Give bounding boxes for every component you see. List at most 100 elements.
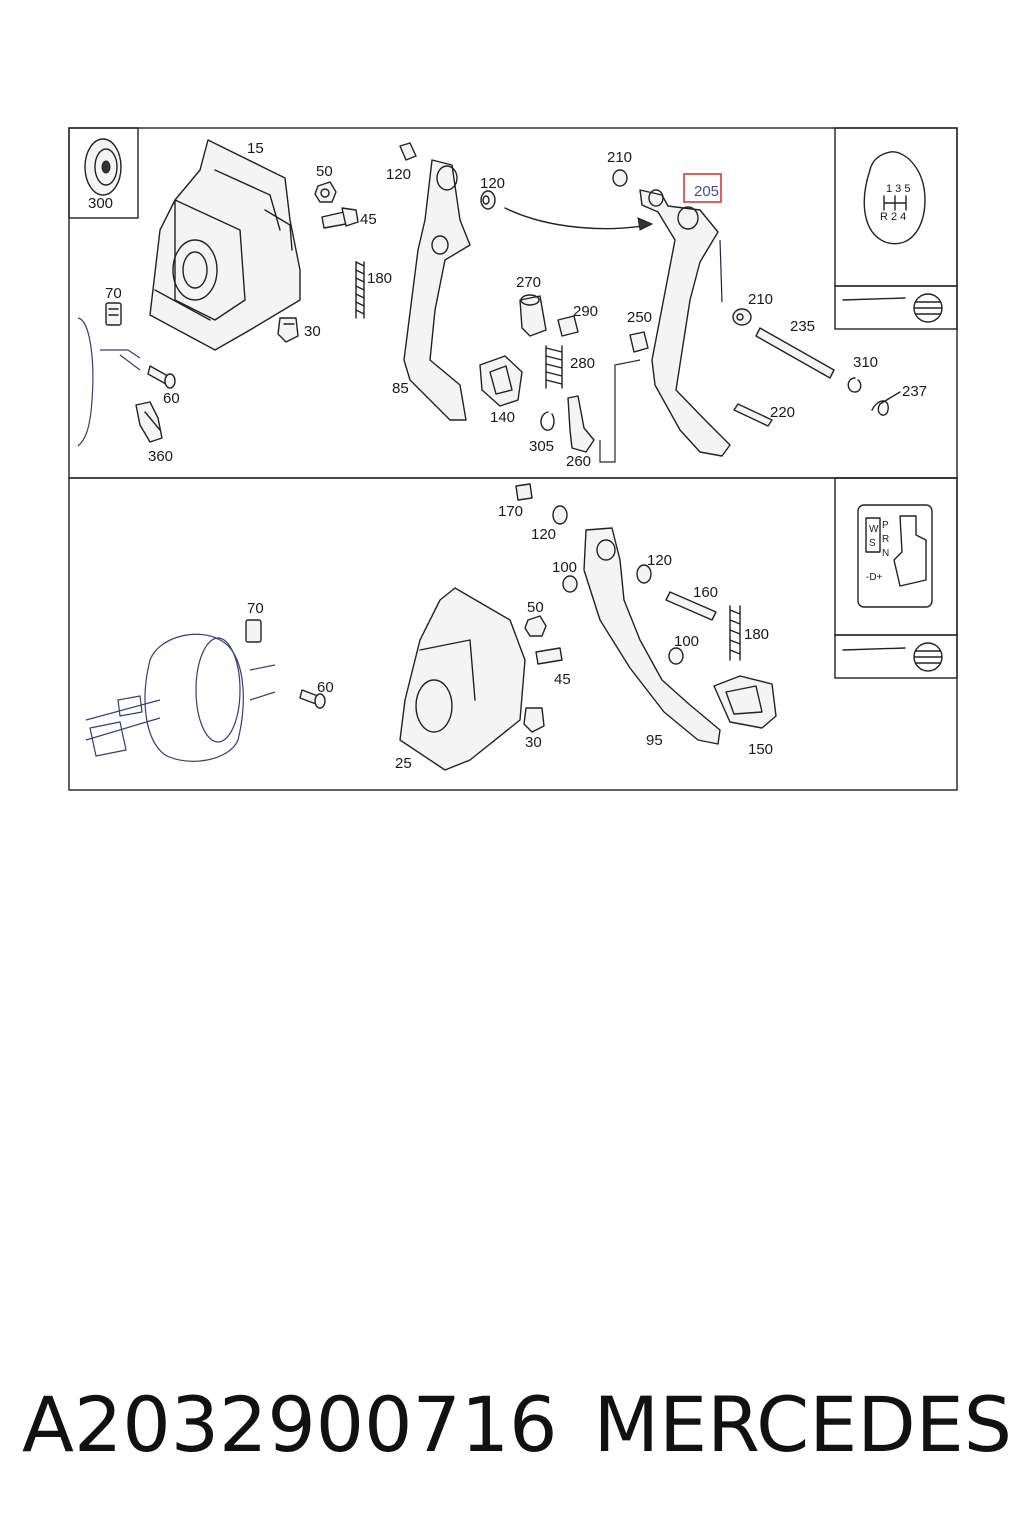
part-25-pedal-bracket	[399, 587, 526, 771]
part-170-bolt	[515, 483, 533, 501]
part-120-bush-a	[399, 142, 417, 161]
label-305: 305	[529, 438, 554, 455]
gear-pattern-bottom: R 2 4	[880, 211, 906, 223]
label-310: 310	[853, 354, 878, 371]
part-210-bush-top	[612, 169, 628, 187]
part-60-bolt-upper	[147, 365, 176, 389]
label-120-upper-b: 120	[480, 175, 505, 192]
part-180-spring-upper	[355, 261, 365, 319]
label-30-lower: 30	[525, 734, 542, 751]
part-85-clutch-pedal	[403, 159, 471, 421]
part-30-clip-lower	[523, 707, 545, 733]
label-85: 85	[392, 380, 409, 397]
label-280: 280	[570, 355, 595, 372]
label-100-lower-b: 100	[674, 633, 699, 650]
label-260: 260	[566, 453, 591, 470]
label-25: 25	[395, 755, 412, 772]
part-237-spring	[871, 391, 901, 416]
part-number: A2032900716	[22, 1380, 558, 1469]
part-15-pedal-bracket	[149, 139, 301, 351]
part-50-nut-upper	[314, 181, 337, 203]
auto-gate-d: -D+	[866, 572, 883, 583]
part-140-pedal-pad-upper	[479, 355, 523, 407]
part-70-clip	[105, 302, 122, 326]
label-220: 220	[770, 404, 795, 421]
auto-badge-inset-frame	[834, 634, 958, 679]
label-210-top: 210	[607, 149, 632, 166]
label-270: 270	[516, 274, 541, 291]
label-30-upper: 30	[304, 323, 321, 340]
part-150-pedal-pad-lower	[713, 675, 777, 729]
part-60-bolt-lower	[299, 689, 326, 709]
part-270-switch	[519, 294, 547, 337]
part-260-sensor	[567, 395, 595, 453]
part-45-bolt-lower	[535, 647, 563, 665]
part-120-bush-lower-b	[636, 564, 652, 584]
brake-booster-ghost-upper	[77, 317, 94, 447]
label-150: 150	[748, 741, 773, 758]
label-210-right: 210	[748, 291, 773, 308]
leader-260	[599, 359, 641, 463]
inset-300-frame	[68, 127, 139, 219]
part-210-bush-right	[732, 308, 752, 326]
label-180-lower: 180	[744, 626, 769, 643]
label-70-lower: 70	[247, 600, 264, 617]
part-120-bush-lower-a	[552, 505, 568, 525]
label-250: 250	[627, 309, 652, 326]
label-45-lower: 45	[554, 671, 571, 688]
part-305-clip	[540, 411, 555, 431]
label-160: 160	[693, 584, 718, 601]
label-140: 140	[490, 409, 515, 426]
manual-badge-icon	[842, 293, 943, 323]
label-180-upper: 180	[367, 270, 392, 287]
part-280-spring	[545, 345, 563, 389]
part-50-nut-lower	[524, 615, 547, 637]
label-50-upper: 50	[316, 163, 333, 180]
part-30-clip-upper	[277, 317, 299, 343]
leader-205	[719, 239, 723, 303]
label-45-upper: 45	[360, 211, 377, 228]
label-120-upper-a: 120	[386, 166, 411, 183]
label-237: 237	[902, 383, 927, 400]
part-95-pedal	[583, 527, 721, 745]
part-brake-booster	[85, 633, 276, 762]
label-120-lower-b: 120	[647, 552, 672, 569]
part-250-buffer	[629, 331, 649, 353]
auto-badge-icon	[842, 642, 943, 672]
part-180-spring-lower	[729, 605, 741, 661]
part-220-pin	[733, 403, 773, 427]
auto-gate-selector	[857, 504, 933, 608]
label-235: 235	[790, 318, 815, 335]
auto-gate-s: S	[869, 538, 876, 549]
part-360-sensor	[135, 401, 163, 443]
part-300-wheel	[84, 138, 122, 196]
brand-name: MERCEDES	[593, 1380, 1012, 1469]
auto-gate-w: W	[869, 524, 879, 535]
part-100-bush-a	[562, 575, 578, 593]
label-290: 290	[573, 303, 598, 320]
auto-gate-p: P	[882, 520, 889, 531]
auto-gate-n: N	[882, 548, 889, 559]
part-70-clip-lower	[245, 619, 262, 643]
part-120-bush-b	[480, 190, 496, 210]
label-50-lower: 50	[527, 599, 544, 616]
label-60-upper: 60	[163, 390, 180, 407]
label-100-lower-a: 100	[552, 559, 577, 576]
manual-gear-knob	[863, 151, 926, 245]
part-235-pin	[755, 327, 835, 379]
label-15: 15	[247, 140, 264, 157]
label-95: 95	[646, 732, 663, 749]
highlight-box-205	[683, 173, 722, 203]
label-120-lower-a: 120	[531, 526, 556, 543]
part-290-bolt	[557, 315, 579, 337]
auto-gate-inset-frame	[834, 477, 958, 636]
part-100-bush-b	[668, 647, 684, 665]
assembly-arrow	[504, 207, 654, 231]
label-170: 170	[498, 503, 523, 520]
part-160-pin	[665, 591, 717, 621]
label-60-lower: 60	[317, 679, 334, 696]
label-360: 360	[148, 448, 173, 465]
part-205-brake-pedal	[639, 189, 731, 457]
part-310-clip	[847, 377, 862, 393]
